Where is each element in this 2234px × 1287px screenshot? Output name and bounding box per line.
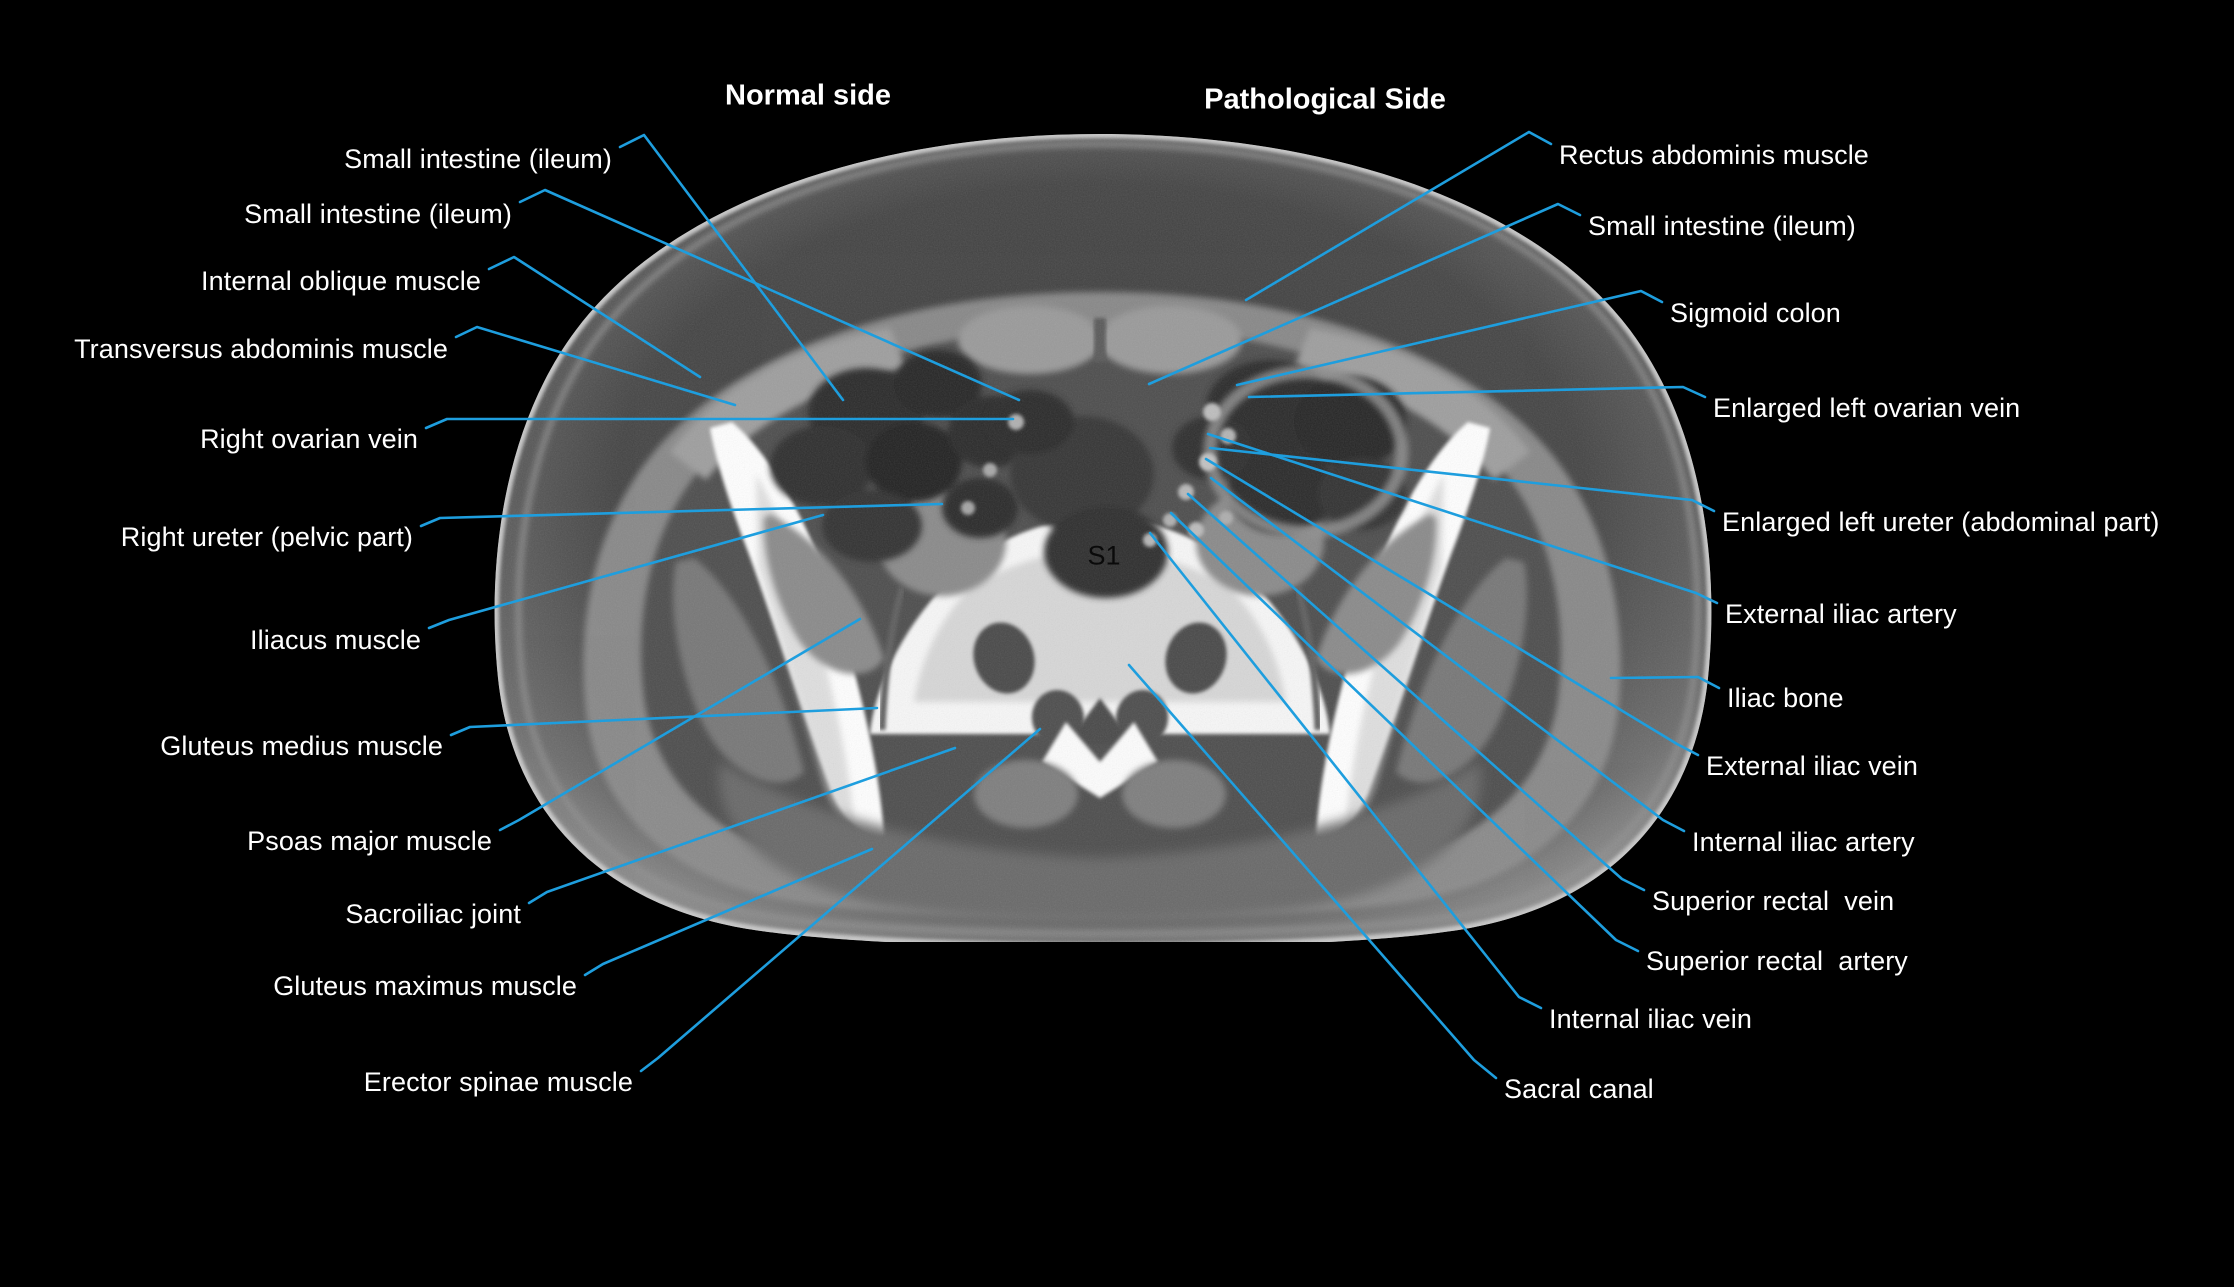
- annotation-label-erector-spinae-muscle: Erector spinae muscle: [363, 1067, 633, 1097]
- side-title-normal: Normal side: [725, 79, 891, 112]
- side-title-pathological: Pathological Side: [1204, 83, 1446, 116]
- annotation-label-enlarged-left-ureter: Enlarged left ureter (abdominal part): [1722, 507, 2160, 537]
- annotation-label-sacral-canal: Sacral canal: [1504, 1074, 1654, 1104]
- annotation-label-gluteus-maximus-muscle: Gluteus maximus muscle: [273, 971, 577, 1001]
- annotation-label-sacroiliac-joint: Sacroiliac joint: [345, 899, 521, 929]
- annotation-label-internal-oblique-muscle: Internal oblique muscle: [201, 266, 481, 296]
- annotation-label-right-ureter-pelvic-part: Right ureter (pelvic part): [120, 522, 413, 552]
- annotation-label-internal-iliac-artery: Internal iliac artery: [1692, 827, 1915, 857]
- ct-scan-image: [470, 122, 1730, 942]
- annotation-label-iliac-bone: Iliac bone: [1727, 683, 1844, 713]
- annotation-label-iliacus-muscle: Iliacus muscle: [250, 625, 421, 655]
- annotation-label-superior-rectal-artery: Superior rectal artery: [1646, 946, 1908, 976]
- annotation-label-transversus-abdominis-muscle: Transversus abdominis muscle: [74, 334, 448, 364]
- annotation-label-small-intestine-ileum-1: Small intestine (ileum): [344, 144, 612, 174]
- annotation-label-psoas-major-muscle: Psoas major muscle: [247, 826, 492, 856]
- annotation-label-small-intestine-ileum-2: Small intestine (ileum): [244, 199, 512, 229]
- annotation-label-external-iliac-vein: External iliac vein: [1706, 751, 1918, 781]
- annotation-label-internal-iliac-vein: Internal iliac vein: [1549, 1004, 1753, 1034]
- annotation-label-gluteus-medius-muscle: Gluteus medius muscle: [160, 731, 443, 761]
- annotation-label-enlarged-left-ovarian-vein: Enlarged left ovarian vein: [1713, 393, 2021, 423]
- annotation-label-small-intestine-ileum-3: Small intestine (ileum): [1588, 211, 1856, 241]
- vertebra-label-s1: S1: [1087, 540, 1121, 571]
- annotation-label-external-iliac-artery: External iliac artery: [1725, 599, 1957, 629]
- annotation-label-sigmoid-colon: Sigmoid colon: [1670, 298, 1841, 328]
- annotation-label-right-ovarian-vein: Right ovarian vein: [200, 424, 418, 454]
- annotation-label-rectus-abdominis-muscle: Rectus abdominis muscle: [1559, 140, 1869, 170]
- annotation-label-superior-rectal-vein: Superior rectal vein: [1652, 886, 1895, 916]
